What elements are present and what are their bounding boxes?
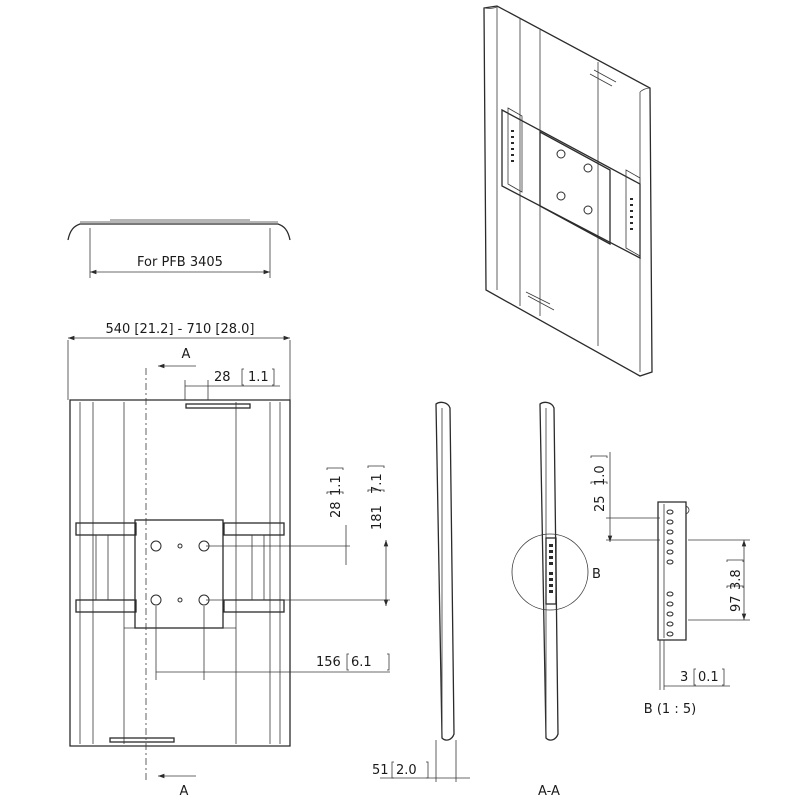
detail-b-scale-label: B (1 : 5): [644, 702, 696, 717]
dim-28-horizontal: 28: [214, 370, 231, 385]
dim-51-inch: 2.0: [396, 763, 417, 778]
dim-156-inch: 6.1: [351, 655, 372, 670]
front-view: [67, 335, 390, 780]
dim-3-inch: 0.1: [698, 670, 719, 685]
side-view: [380, 401, 470, 782]
section-a-bottom: A: [180, 784, 189, 799]
isometric-view: [483, 5, 653, 377]
section-a-top: A: [182, 347, 191, 362]
dim-97-inch: 3.8: [729, 569, 744, 590]
inch-brackets: [241, 368, 744, 779]
top-view: [67, 219, 291, 278]
dim-25-inch: 1.0: [593, 465, 608, 486]
section-aa-view: [511, 401, 589, 741]
dim-25: 25: [593, 495, 608, 512]
dim-3: 3: [680, 670, 688, 685]
dim-28-vertical-inch: 1.1: [329, 475, 344, 496]
dim-97: 97: [729, 595, 744, 612]
dim-51: 51: [372, 763, 389, 778]
dim-156: 156: [316, 655, 341, 670]
dim-181: 181: [370, 505, 385, 530]
detail-b-view: [606, 452, 750, 690]
width-range-label: 540 [21.2] - 710 [28.0]: [105, 322, 254, 337]
section-aa-label: A-A: [538, 784, 560, 799]
for-pfb-label: For PFB 3405: [137, 255, 223, 270]
dim-28-vertical: 28: [329, 501, 344, 518]
dim-181-inch: 7.1: [370, 473, 385, 494]
dim-28-horizontal-inch: 1.1: [248, 370, 269, 385]
detail-b-marker: B: [592, 567, 601, 582]
